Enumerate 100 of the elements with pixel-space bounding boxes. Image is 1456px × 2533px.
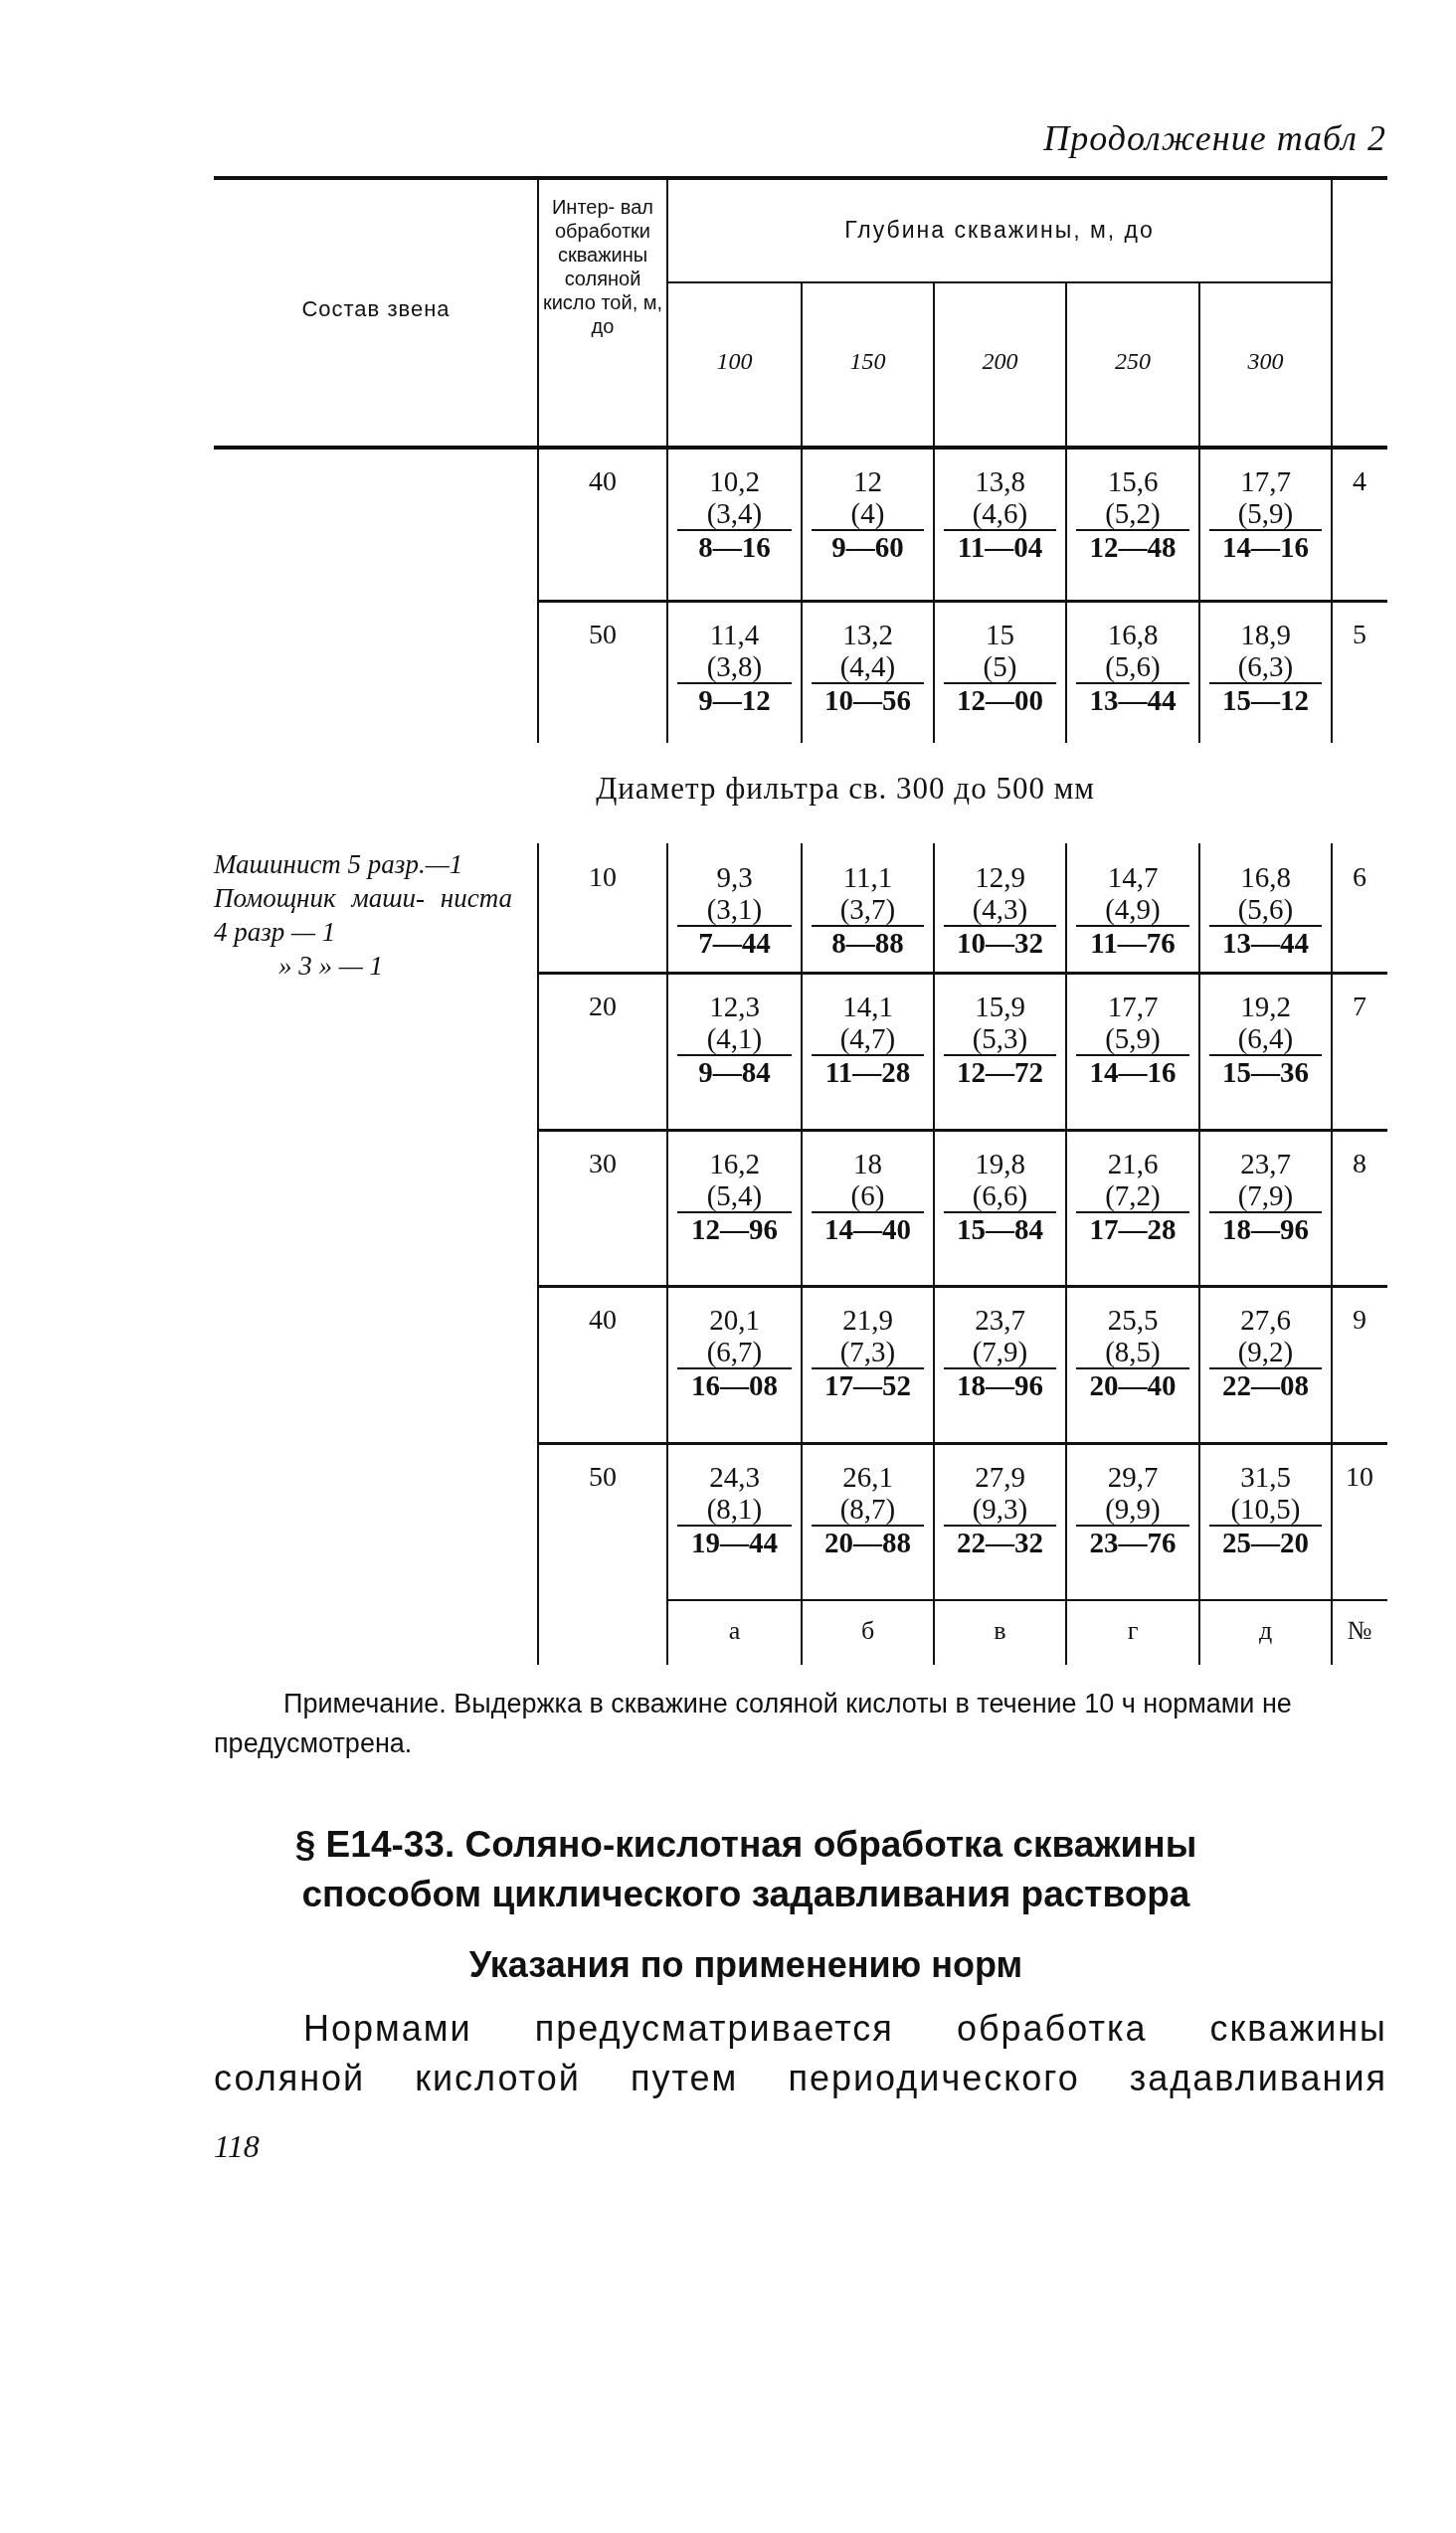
column-header: Интер- вал обработки скважины соляной кисло той, м, до bbox=[541, 195, 664, 338]
rate-value: (6,7) bbox=[677, 1336, 792, 1369]
norm-value: 11,1 bbox=[841, 861, 894, 893]
norm-value: 12,3 bbox=[708, 991, 761, 1022]
price-value: 18—96 bbox=[1221, 1213, 1310, 1245]
price-value: 20—40 bbox=[1088, 1369, 1178, 1401]
norm-value: 17,7 bbox=[1106, 991, 1160, 1022]
price-value: 9—12 bbox=[697, 684, 772, 716]
column-header: Состав звена bbox=[300, 296, 452, 322]
column-header: Глубина скважины, м, до bbox=[843, 217, 1156, 244]
subheading: Указания по применению норм bbox=[467, 1944, 1024, 1986]
crew-composition: Машинист 5 разр.—1 bbox=[214, 848, 464, 881]
section-heading: § Е14-33. Соляно-кислотная обработка скважины способом циклического задавливания раствора bbox=[293, 1823, 1198, 1916]
rate-value: (9,3) bbox=[944, 1493, 1056, 1527]
price-value: 20—88 bbox=[823, 1527, 912, 1558]
column-letter: № bbox=[1346, 1616, 1373, 1646]
rate-value: (5,6) bbox=[1209, 893, 1322, 927]
rate-value: (4,4) bbox=[812, 650, 924, 684]
price-value: 14—40 bbox=[823, 1213, 912, 1245]
rate-value: (3,7) bbox=[812, 893, 924, 927]
crew-composition: Помощник маши- ниста 4 разр — 1 bbox=[214, 882, 512, 949]
depth-header: 150 bbox=[848, 348, 887, 375]
price-value: 8—16 bbox=[697, 531, 772, 563]
rate-value: (5,2) bbox=[1076, 497, 1189, 531]
price-value: 12—00 bbox=[956, 684, 1044, 716]
price-value: 12—72 bbox=[956, 1056, 1044, 1088]
column-letter: б bbox=[859, 1616, 876, 1646]
rate-value: (8,7) bbox=[812, 1493, 924, 1527]
norm-value: 10,2 bbox=[708, 465, 761, 497]
rate-value: (5) bbox=[944, 650, 1056, 684]
interval-value: 50 bbox=[588, 1461, 618, 1493]
interval-value: 20 bbox=[588, 991, 618, 1022]
price-value: 18—96 bbox=[956, 1369, 1044, 1401]
price-value: 23—76 bbox=[1088, 1527, 1178, 1558]
rate-value: (4,6) bbox=[944, 497, 1056, 531]
rate-value: (3,1) bbox=[677, 893, 792, 927]
price-value: 10—32 bbox=[956, 927, 1044, 959]
rate-value: (4,3) bbox=[944, 893, 1056, 927]
norm-value: 23,7 bbox=[1239, 1148, 1292, 1179]
page-number: 118 bbox=[214, 2128, 260, 2165]
norm-value: 16,8 bbox=[1239, 861, 1292, 893]
price-value: 9—84 bbox=[697, 1056, 772, 1088]
price-value: 14—16 bbox=[1088, 1056, 1178, 1088]
rate-value: (5,9) bbox=[1209, 497, 1322, 531]
column-letter: в bbox=[993, 1616, 1007, 1646]
norm-value: 13,8 bbox=[974, 465, 1026, 497]
price-value: 10—56 bbox=[823, 684, 912, 716]
norm-value: 17,7 bbox=[1239, 465, 1292, 497]
price-value: 11—04 bbox=[956, 531, 1044, 563]
rate-value: (5,6) bbox=[1076, 650, 1189, 684]
crew-composition: » 3 » — 1 bbox=[278, 950, 384, 983]
rate-value: (6,4) bbox=[1209, 1022, 1322, 1056]
rate-value: (4,7) bbox=[812, 1022, 924, 1056]
price-value: 15—36 bbox=[1221, 1056, 1310, 1088]
row-number: 6 bbox=[1352, 861, 1367, 893]
rate-value: (9,2) bbox=[1209, 1336, 1322, 1369]
rate-value: (3,8) bbox=[677, 650, 792, 684]
norm-value: 9,3 bbox=[715, 861, 754, 893]
price-value: 25—20 bbox=[1221, 1527, 1310, 1558]
column-letter: а bbox=[727, 1616, 742, 1646]
body-paragraph: Нормами предусматривается обработка скважины соляной кислотой путем периодического задавливания bbox=[214, 2007, 1387, 2100]
note-text: Примечание. Выдержка в скважине соляной кислоты в течение 10 ч нормами не предусмотрена. bbox=[214, 1688, 1293, 1760]
norm-value: 20,1 bbox=[708, 1304, 761, 1336]
norm-value: 21,9 bbox=[841, 1304, 894, 1336]
rate-value: (4,1) bbox=[677, 1022, 792, 1056]
norm-value: 11,4 bbox=[708, 619, 761, 650]
norm-value: 19,2 bbox=[1239, 991, 1292, 1022]
norm-value: 18,9 bbox=[1239, 619, 1292, 650]
norm-value: 16,8 bbox=[1106, 619, 1160, 650]
norm-value: 25,5 bbox=[1106, 1304, 1160, 1336]
row-number: 7 bbox=[1352, 991, 1367, 1022]
row-number: 10 bbox=[1345, 1461, 1374, 1493]
norm-value: 29,7 bbox=[1106, 1461, 1160, 1493]
price-value: 12—48 bbox=[1088, 531, 1178, 563]
interval-value: 30 bbox=[588, 1148, 618, 1179]
rate-value: (7,3) bbox=[812, 1336, 924, 1369]
rate-value: (5,3) bbox=[944, 1022, 1056, 1056]
row-number: 9 bbox=[1352, 1304, 1367, 1336]
norm-value: 15,9 bbox=[974, 991, 1026, 1022]
norm-value: 16,2 bbox=[708, 1148, 761, 1179]
price-value: 13—44 bbox=[1221, 927, 1310, 959]
norm-value: 15,6 bbox=[1106, 465, 1160, 497]
price-value: 19—44 bbox=[690, 1527, 779, 1558]
rate-value: (7,9) bbox=[1209, 1179, 1322, 1213]
norm-value: 13,2 bbox=[841, 619, 894, 650]
rate-value: (8,1) bbox=[677, 1493, 792, 1527]
interval-value: 10 bbox=[588, 861, 618, 893]
price-value: 14—16 bbox=[1221, 531, 1310, 563]
section-note: Диаметр фильтра св. 300 до 500 мм bbox=[595, 771, 1096, 807]
norm-value: 24,3 bbox=[708, 1461, 761, 1493]
depth-header: 250 bbox=[1114, 348, 1152, 375]
price-value: 7—44 bbox=[697, 927, 772, 959]
price-value: 22—08 bbox=[1221, 1369, 1310, 1401]
price-value: 15—84 bbox=[956, 1213, 1044, 1245]
rate-value: (6,6) bbox=[944, 1179, 1056, 1213]
norm-value: 12 bbox=[852, 465, 883, 497]
price-value: 12—96 bbox=[690, 1213, 779, 1245]
rate-value: (9,9) bbox=[1076, 1493, 1189, 1527]
rate-value: (7,2) bbox=[1076, 1179, 1189, 1213]
rate-value: (5,4) bbox=[677, 1179, 792, 1213]
